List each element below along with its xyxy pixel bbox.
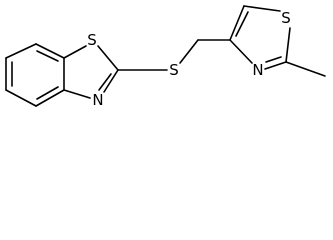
bond xyxy=(229,5,245,41)
sulfur-atom-label: S xyxy=(169,61,179,79)
bond xyxy=(36,50,59,62)
bond xyxy=(243,5,281,12)
bond xyxy=(235,11,249,37)
bond xyxy=(36,86,59,100)
nitrogen-atom-label: N xyxy=(92,91,103,109)
bond xyxy=(98,73,112,91)
methyl-bond xyxy=(285,61,326,77)
benzene-ring xyxy=(5,43,65,107)
bond xyxy=(5,89,37,107)
nitrogen-atom-label: N xyxy=(252,61,263,79)
methylthiazole-ring xyxy=(229,5,326,77)
bond xyxy=(285,27,291,63)
bond xyxy=(35,89,65,107)
bond xyxy=(63,89,91,99)
sulfur-atom-label: S xyxy=(281,9,291,27)
molecule-diagram: S N S S N xyxy=(0,0,333,116)
bond xyxy=(265,56,282,63)
bond xyxy=(229,39,253,64)
structure-canvas: S N S S N xyxy=(5,5,326,109)
bond xyxy=(35,43,65,59)
bond xyxy=(264,61,287,70)
bond xyxy=(97,45,119,71)
benzothiazole-thiazole-ring xyxy=(63,45,119,99)
bond xyxy=(63,45,87,59)
bond xyxy=(103,69,119,93)
bond xyxy=(179,39,199,64)
bond xyxy=(5,43,37,59)
sulfur-atom-label: S xyxy=(87,31,97,49)
thioether-linker xyxy=(117,39,231,71)
